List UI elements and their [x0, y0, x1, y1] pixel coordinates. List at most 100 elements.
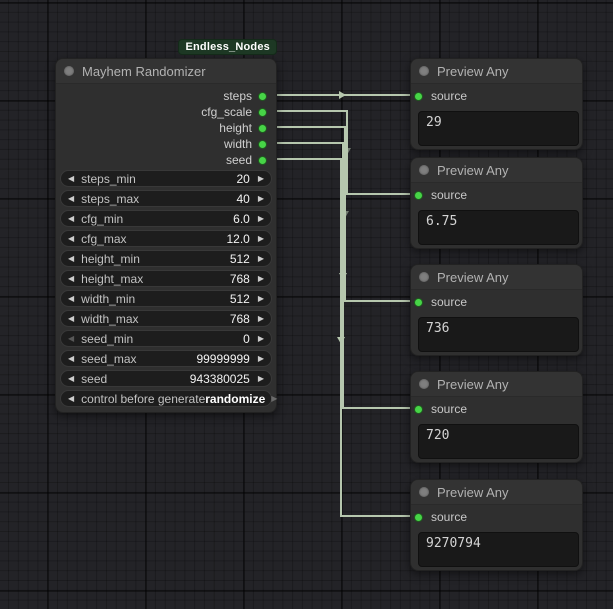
widget-height-min[interactable]: ◀ height_min 512 ▶ — [60, 250, 272, 267]
widget-value[interactable]: 512 — [230, 292, 250, 306]
node-title-bar[interactable]: Preview Any — [411, 265, 582, 290]
increment-arrow-icon[interactable]: ▶ — [258, 175, 264, 183]
widget-value[interactable]: 40 — [236, 192, 249, 206]
decrement-arrow-icon[interactable]: ◀ — [68, 215, 74, 223]
output-port-width[interactable] — [258, 140, 267, 149]
input-row-source: source — [411, 509, 582, 525]
output-row-width: width — [56, 136, 276, 152]
collapse-dot-icon[interactable] — [419, 379, 429, 389]
decrement-arrow-icon[interactable]: ◀ — [68, 255, 74, 263]
node-mayhem-randomizer[interactable]: Mayhem Randomizer steps cfg_scale height… — [55, 58, 277, 413]
output-port-height[interactable] — [258, 124, 267, 133]
increment-arrow-icon[interactable]: ▶ — [258, 255, 264, 263]
node-title-bar[interactable]: Preview Any — [411, 59, 582, 84]
increment-arrow-icon[interactable]: ▶ — [258, 295, 264, 303]
widget-list: ◀ steps_min 20 ▶ ◀ steps_max 40 ▶ ◀ cfg_… — [56, 170, 276, 407]
node-category-badge: Endless_Nodes — [178, 39, 277, 55]
node-preview-any-4[interactable]: Preview Any source 720 — [410, 371, 583, 463]
input-port-source[interactable] — [414, 405, 423, 414]
widget-value[interactable]: randomize — [205, 392, 265, 406]
widget-value[interactable]: 99999999 — [196, 352, 249, 366]
decrement-arrow-icon[interactable]: ◀ — [68, 295, 74, 303]
collapse-dot-icon[interactable] — [419, 487, 429, 497]
widget-value[interactable]: 768 — [230, 312, 250, 326]
collapse-dot-icon[interactable] — [64, 66, 74, 76]
increment-arrow-icon[interactable]: ▶ — [271, 395, 277, 403]
decrement-arrow-icon[interactable]: ◀ — [68, 195, 74, 203]
node-title-bar[interactable]: Preview Any — [411, 372, 582, 397]
widget-width-max[interactable]: ◀ width_max 768 ▶ — [60, 310, 272, 327]
widget-value[interactable]: 943380025 — [190, 372, 250, 386]
widget-value[interactable]: 512 — [230, 252, 250, 266]
increment-arrow-icon[interactable]: ▶ — [258, 195, 264, 203]
widget-seed-min[interactable]: ◀ seed_min 0 ▶ — [60, 330, 272, 347]
widget-control-before-generate[interactable]: ◀ control before generate randomize ▶ — [60, 390, 272, 407]
widget-cfg-max[interactable]: ◀ cfg_max 12.0 ▶ — [60, 230, 272, 247]
widget-label: height_max — [81, 272, 143, 286]
increment-arrow-icon[interactable]: ▶ — [258, 235, 264, 243]
preview-value-box[interactable]: 6.75 — [418, 210, 579, 245]
node-title-bar[interactable]: Preview Any — [411, 158, 582, 183]
node-preview-any-3[interactable]: Preview Any source 736 — [410, 264, 583, 356]
node-title-bar[interactable]: Mayhem Randomizer — [56, 59, 276, 84]
widget-label: control before generate — [81, 392, 205, 406]
input-port-source[interactable] — [414, 298, 423, 307]
preview-value-box[interactable]: 9270794 — [418, 532, 579, 567]
increment-arrow-icon[interactable]: ▶ — [258, 375, 264, 383]
node-title-bar[interactable]: Preview Any — [411, 480, 582, 505]
decrement-arrow-icon[interactable]: ◀ — [68, 275, 74, 283]
output-port-steps[interactable] — [258, 92, 267, 101]
widget-steps-min[interactable]: ◀ steps_min 20 ▶ — [60, 170, 272, 187]
preview-value-box[interactable]: 720 — [418, 424, 579, 459]
widget-seed[interactable]: ◀ seed 943380025 ▶ — [60, 370, 272, 387]
widget-label: width_min — [81, 292, 135, 306]
decrement-arrow-icon[interactable]: ◀ — [68, 235, 74, 243]
increment-arrow-icon[interactable]: ▶ — [258, 215, 264, 223]
widget-seed-max[interactable]: ◀ seed_max 99999999 ▶ — [60, 350, 272, 367]
decrement-arrow-icon[interactable]: ◀ — [68, 395, 74, 403]
increment-arrow-icon[interactable]: ▶ — [258, 315, 264, 323]
output-port-seed[interactable] — [258, 156, 267, 165]
widget-label: seed — [81, 372, 107, 386]
node-preview-any-5[interactable]: Preview Any source 9270794 — [410, 479, 583, 571]
output-label: height — [219, 121, 252, 135]
input-port-source[interactable] — [414, 513, 423, 522]
link-arrow-icon — [339, 273, 347, 280]
node-preview-any-1[interactable]: Preview Any source 29 — [410, 58, 583, 150]
widget-label: seed_max — [81, 352, 136, 366]
widget-value[interactable]: 20 — [236, 172, 249, 186]
collapse-dot-icon[interactable] — [419, 272, 429, 282]
input-port-source[interactable] — [414, 191, 423, 200]
widget-label: width_max — [81, 312, 138, 326]
output-label: width — [224, 137, 252, 151]
output-label: seed — [226, 153, 252, 167]
preview-value-box[interactable]: 29 — [418, 111, 579, 146]
input-port-source[interactable] — [414, 92, 423, 101]
preview-value-box[interactable]: 736 — [418, 317, 579, 352]
collapse-dot-icon[interactable] — [419, 66, 429, 76]
node-preview-any-2[interactable]: Preview Any source 6.75 — [410, 157, 583, 249]
input-row-source: source — [411, 88, 582, 104]
widget-width-min[interactable]: ◀ width_min 512 ▶ — [60, 290, 272, 307]
decrement-arrow-icon[interactable]: ◀ — [68, 375, 74, 383]
decrement-arrow-icon[interactable]: ◀ — [68, 335, 74, 343]
link-wire-width — [275, 143, 413, 408]
output-port-cfg-scale[interactable] — [258, 108, 267, 117]
widget-label: steps_max — [81, 192, 139, 206]
output-row-seed: seed — [56, 152, 276, 168]
widget-value[interactable]: 768 — [230, 272, 250, 286]
increment-arrow-icon[interactable]: ▶ — [258, 355, 264, 363]
increment-arrow-icon[interactable]: ▶ — [258, 275, 264, 283]
widget-value[interactable]: 6.0 — [233, 212, 250, 226]
decrement-arrow-icon[interactable]: ◀ — [68, 315, 74, 323]
widget-value[interactable]: 12.0 — [226, 232, 249, 246]
widget-height-max[interactable]: ◀ height_max 768 ▶ — [60, 270, 272, 287]
widget-steps-max[interactable]: ◀ steps_max 40 ▶ — [60, 190, 272, 207]
collapse-dot-icon[interactable] — [419, 165, 429, 175]
widget-cfg-min[interactable]: ◀ cfg_min 6.0 ▶ — [60, 210, 272, 227]
decrement-arrow-icon[interactable]: ◀ — [68, 355, 74, 363]
increment-arrow-icon[interactable]: ▶ — [258, 335, 264, 343]
widget-value[interactable]: 0 — [243, 332, 250, 346]
decrement-arrow-icon[interactable]: ◀ — [68, 175, 74, 183]
